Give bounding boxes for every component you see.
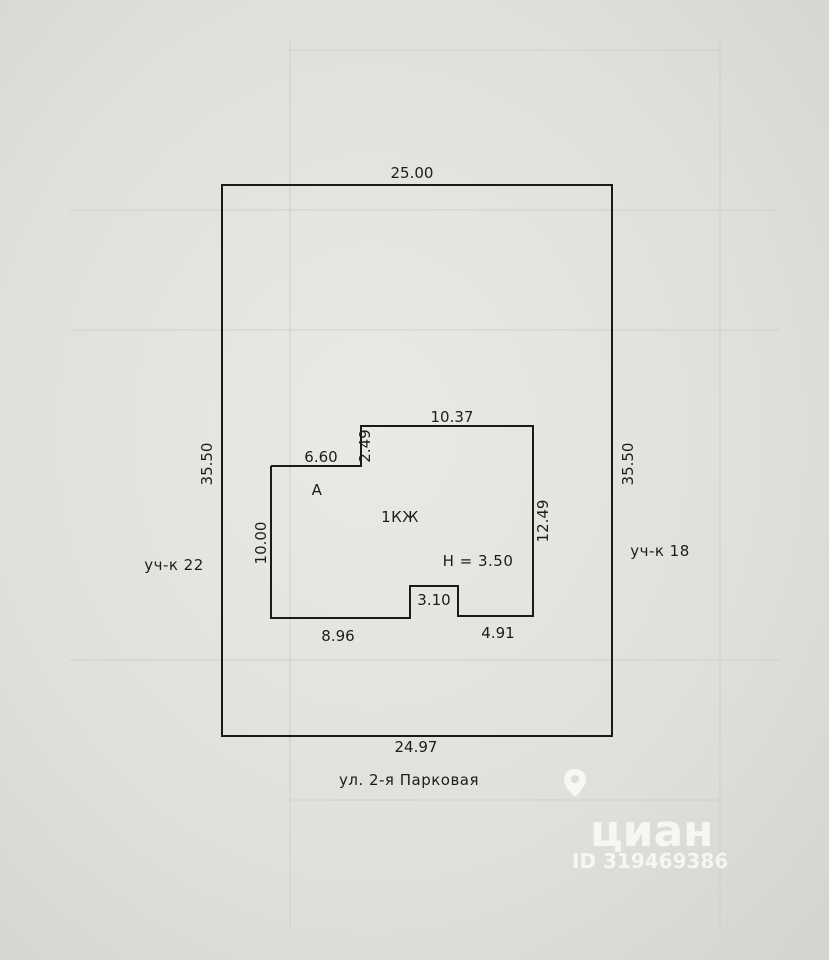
building-outline [270,425,534,619]
neighbor-left-label: уч-к 22 [144,556,204,574]
building-dim-top-right: 10.37 [431,408,474,426]
plot-boundary [221,184,613,737]
building-type-label: 1КЖ [381,508,419,526]
plot-left-depth: 35.50 [198,443,216,486]
plot-top-width: 25.00 [391,164,434,182]
building-letter: А [312,481,323,499]
building-dim-right: 12.49 [534,500,552,543]
building-dim-step: 2.49 [356,429,374,462]
building-dim-left: 10.00 [252,522,270,565]
building-dim-notch: 3.10 [417,591,450,609]
map-pin-icon [564,769,586,797]
watermark: циан ID 319469386 [564,769,728,873]
building-dim-bottom-right: 4.91 [481,624,514,642]
plot-bottom-width: 24.97 [395,738,438,756]
watermark-id: ID 319469386 [572,849,728,873]
neighbor-right-label: уч-к 18 [630,542,690,560]
street-label: ул. 2-я Парковая [339,771,479,789]
paper-grid [70,40,780,930]
building-height-label: H = 3.50 [443,552,514,570]
building-dim-top-left: 6.60 [304,448,337,466]
watermark-brand: циан [590,806,714,857]
building-dim-bottom-left: 8.96 [321,627,354,645]
plot-right-depth: 35.50 [619,443,637,486]
